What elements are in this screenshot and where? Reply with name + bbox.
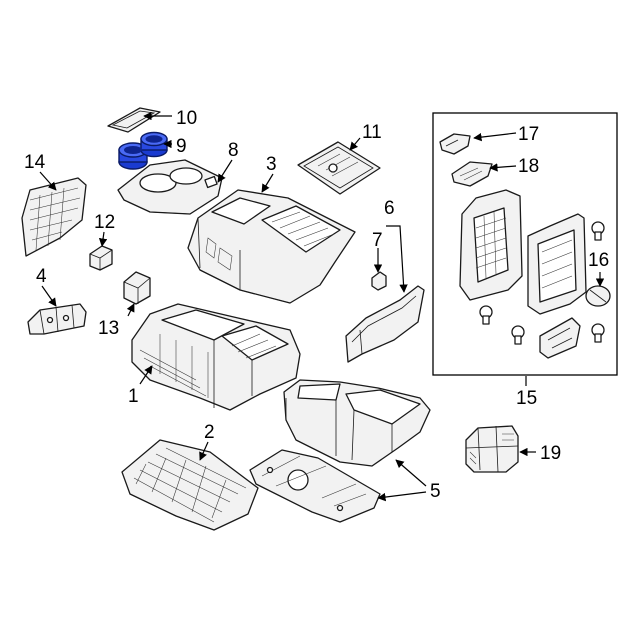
callout-15: 15 xyxy=(516,388,537,409)
callout-10: 10 xyxy=(176,108,197,129)
callout-2: 2 xyxy=(204,422,215,443)
callout-14: 14 xyxy=(24,152,46,173)
callout-12: 12 xyxy=(94,212,115,233)
callout-18: 18 xyxy=(518,156,539,177)
callout-8: 8 xyxy=(228,140,239,161)
part-15-screws[interactable] xyxy=(479,221,605,345)
part-3-upper-console[interactable] xyxy=(187,189,356,304)
part-11-lid[interactable] xyxy=(297,141,381,195)
callout-19: 19 xyxy=(540,443,561,464)
part-1-console-base[interactable] xyxy=(131,303,301,411)
part-5-mounting-plate[interactable] xyxy=(249,449,381,523)
part-12-clip[interactable] xyxy=(89,245,113,271)
callout-13: 13 xyxy=(98,318,119,339)
leader-lines xyxy=(39,111,605,502)
part-18-bezel[interactable] xyxy=(451,161,493,187)
part-9-cup-holder-insert[interactable] xyxy=(118,131,168,170)
callout-3: 3 xyxy=(266,154,277,175)
part-5-console-body[interactable] xyxy=(283,379,431,467)
callout-16: 16 xyxy=(588,250,609,271)
callout-6: 6 xyxy=(384,198,395,219)
part-10-mat[interactable] xyxy=(107,107,161,133)
part-7-clip[interactable] xyxy=(371,271,387,291)
callout-11: 11 xyxy=(362,122,382,143)
part-15-bracket[interactable] xyxy=(539,317,581,359)
part-4-bracket[interactable] xyxy=(27,303,87,335)
callout-17: 17 xyxy=(518,124,539,145)
callout-1: 1 xyxy=(128,386,139,407)
part-2-lower-tray[interactable] xyxy=(121,439,259,531)
part-8-cup-holder-trim[interactable] xyxy=(117,159,223,215)
callout-7: 7 xyxy=(372,230,383,251)
callout-labels: 10 9 8 3 11 14 12 4 13 1 2 7 6 17 18 16 … xyxy=(24,108,609,502)
part-19-module[interactable] xyxy=(465,425,519,473)
part-14-side-panel[interactable] xyxy=(21,177,87,257)
callout-4: 4 xyxy=(36,266,47,287)
part-6-side-trim[interactable] xyxy=(345,285,425,363)
part-16-knob[interactable] xyxy=(585,285,611,307)
callout-9: 9 xyxy=(176,136,187,157)
group-15-box xyxy=(432,112,618,376)
part-15-armrest-panel[interactable] xyxy=(459,189,523,301)
part-15-inner-frame[interactable] xyxy=(527,213,587,315)
part-13-block[interactable] xyxy=(123,271,151,305)
callout-5: 5 xyxy=(430,481,441,502)
part-17-latch[interactable] xyxy=(439,133,471,155)
